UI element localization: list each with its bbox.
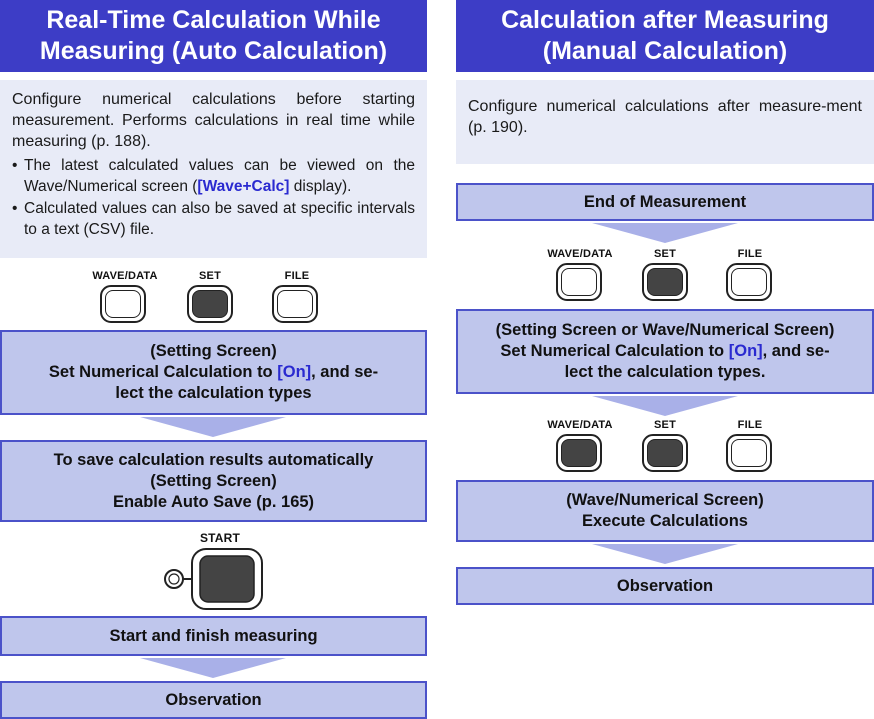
right-arrow-3 xyxy=(592,544,738,564)
left-header-line2: Measuring (Auto Calculation) xyxy=(39,37,388,65)
set-button xyxy=(642,263,688,301)
left-header: Real-Time Calculation While Measuring (A… xyxy=(0,0,427,72)
right-header-line2: (Manual Calculation) xyxy=(542,37,788,65)
file-label: FILE xyxy=(284,270,310,282)
left-step-observation: Observation xyxy=(0,681,427,719)
wave-data-button xyxy=(556,434,602,472)
right-arrow-2 xyxy=(592,396,738,416)
set-label: SET xyxy=(654,248,676,260)
wave-data-label: WAVE/DATA xyxy=(92,270,158,282)
wave-data-label: WAVE/DATA xyxy=(547,419,613,431)
set-label: SET xyxy=(654,419,676,431)
right-intro: Configure numerical calculations after m… xyxy=(456,80,874,164)
left-intro-text: Configure numerical calculations before … xyxy=(12,91,415,150)
right-header-line1: Calculation after Measuring xyxy=(501,6,829,34)
left-arrow-1 xyxy=(140,417,286,437)
left-step-auto-save: To save calculation results automaticall… xyxy=(0,440,427,522)
right-intro-text: Configure numerical calculations after m… xyxy=(468,98,862,136)
right-arrow-1 xyxy=(592,223,738,243)
left-header-line1: Real-Time Calculation While xyxy=(46,6,381,34)
wave-data-button xyxy=(556,263,602,301)
set-label: SET xyxy=(199,270,221,282)
wave-data-label: WAVE/DATA xyxy=(547,248,613,260)
right-header: Calculation after Measuring (Manual Calc… xyxy=(456,0,874,72)
right-step-end-measurement: End of Measurement xyxy=(456,183,874,221)
right-step-setting-screen: (Setting Screen or Wave/Numerical Screen… xyxy=(456,309,874,394)
file-label: FILE xyxy=(737,419,763,431)
set-button xyxy=(642,434,688,472)
file-button xyxy=(726,263,772,301)
right-step-execute: (Wave/Numerical Screen) Execute Calculat… xyxy=(456,480,874,542)
left-step-start-finish: Start and finish measuring xyxy=(0,616,427,656)
left-intro-bullet-1: •The latest calculated values can be vie… xyxy=(12,157,415,195)
right-step-observation: Observation xyxy=(456,567,874,605)
file-label: FILE xyxy=(737,248,763,260)
set-button xyxy=(187,285,233,323)
wave-data-button xyxy=(100,285,146,323)
file-button xyxy=(726,434,772,472)
left-intro-bullet-2: •Calculated values can also be saved at … xyxy=(12,200,415,238)
start-button xyxy=(164,548,263,610)
file-button xyxy=(272,285,318,323)
start-label: START xyxy=(199,531,241,545)
left-arrow-2 xyxy=(140,658,286,678)
left-step-setting-screen: (Setting Screen) Set Numerical Calculati… xyxy=(0,330,427,415)
left-intro: Configure numerical calculations before … xyxy=(0,80,427,258)
